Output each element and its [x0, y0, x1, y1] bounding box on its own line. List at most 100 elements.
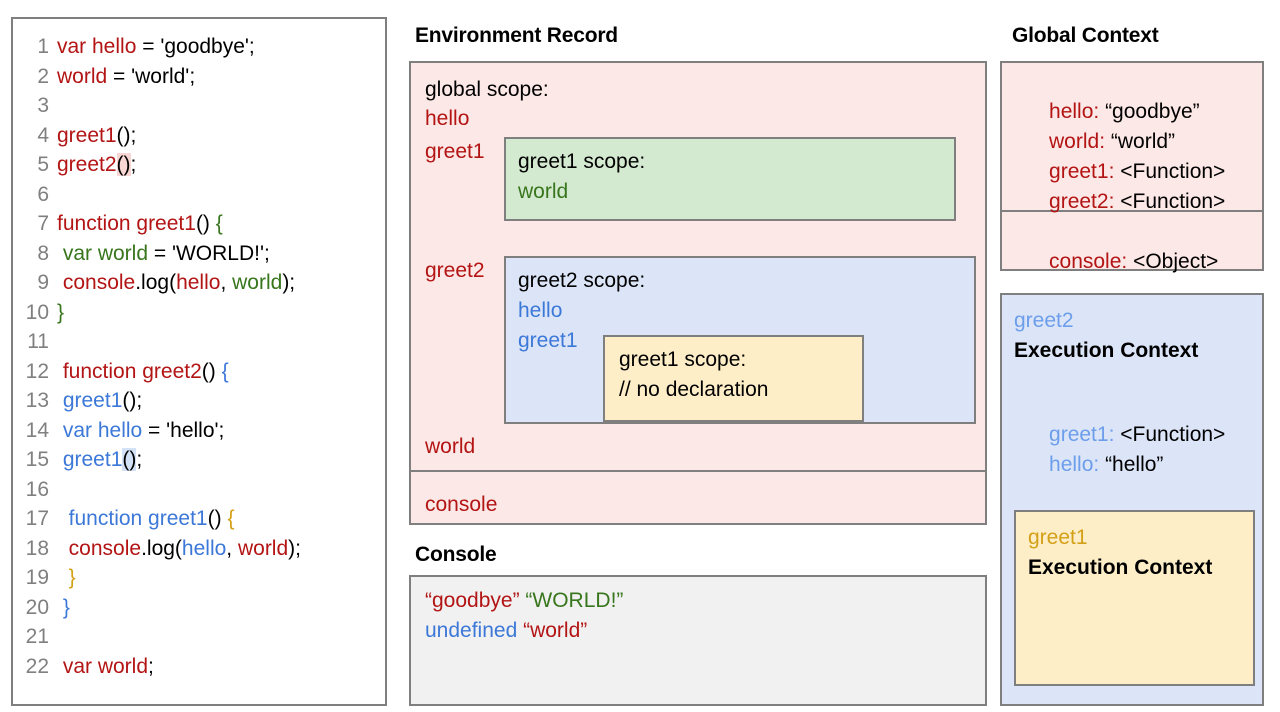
environment-record-box: global scope: hello greet1 greet2 world …	[409, 61, 987, 525]
global-entry-value: “world”	[1105, 130, 1176, 153]
env-binding-greet2: greet2	[425, 259, 485, 282]
code-line: 9 console.log(hello, world);	[17, 268, 385, 298]
code-token: = 'hello';	[142, 418, 225, 442]
code-token: );	[282, 271, 296, 294]
greet2-execution-context-name: greet2	[1014, 309, 1074, 332]
code-line: 12 function greet2() {	[17, 357, 385, 387]
code-line-source: console.log(hello, world);	[57, 268, 295, 298]
line-number: 3	[37, 94, 49, 117]
line-number: 5	[37, 153, 49, 176]
code-token: ;	[148, 654, 154, 678]
line-number: 20	[25, 595, 49, 619]
nested-greet1-scope-header: greet1 scope:	[619, 348, 747, 371]
code-line: 17 function greet1() {	[17, 504, 385, 534]
greet2-execution-context-box: greet2 Execution Context greet1: <Functi…	[1000, 293, 1264, 706]
code-line-source: function greet1() {	[57, 209, 223, 239]
code-line: 13 greet1();	[17, 386, 385, 416]
global-entry-value: <Object>	[1127, 250, 1219, 273]
code-token: var world	[57, 241, 149, 265]
code-token: = 'goodbye';	[136, 35, 255, 58]
code-token: }	[57, 300, 65, 324]
env-binding-hello: hello	[425, 107, 470, 130]
greet1-scope-binding-world: world	[518, 180, 569, 203]
global-entry-world: world: “world”	[1049, 130, 1176, 153]
code-token: }	[57, 566, 76, 589]
code-line: 3	[17, 91, 385, 121]
code-token: ()	[195, 212, 216, 235]
code-line-source: world = 'world';	[57, 62, 195, 92]
greet1-execution-context-box: greet1 Execution Context	[1014, 510, 1255, 686]
code-token: greet2	[57, 153, 117, 176]
code-token: world	[237, 536, 289, 560]
line-number: 12	[25, 359, 49, 383]
code-token: ()	[116, 153, 131, 176]
global-entry-key: greet2	[1049, 190, 1109, 213]
global-entry-greet1: greet1: <Function>	[1049, 160, 1226, 183]
line-number: 16	[25, 477, 49, 501]
code-line-source: var hello = 'goodbye';	[57, 32, 255, 62]
code-line: 11	[17, 327, 385, 357]
line-number: 9	[37, 271, 49, 294]
line-number: 10	[25, 300, 49, 324]
code-token: ,	[226, 536, 238, 560]
console-output-line: undefined “world”	[425, 619, 587, 643]
line-number: 17	[25, 507, 49, 530]
greet1-scope-box: greet1 scope: world	[504, 137, 956, 221]
code-token: function greet2	[57, 359, 202, 383]
code-token: ();	[116, 123, 137, 147]
code-token: var hello	[57, 418, 143, 442]
code-line-source: var hello = 'hello';	[57, 416, 225, 446]
line-number: 19	[25, 566, 49, 589]
code-token: hello	[181, 536, 227, 560]
code-line-source: var world = 'WORLD!';	[57, 239, 270, 269]
code-line-source: function greet1() {	[57, 504, 235, 534]
code-token: ,	[220, 271, 233, 294]
code-line-source: function greet2() {	[57, 357, 229, 387]
code-line: 19 }	[17, 563, 385, 593]
code-line-source: greet1();	[57, 386, 142, 416]
line-number: 18	[25, 536, 49, 560]
code-token: console	[57, 536, 142, 560]
global-entry-hello: hello: “goodbye”	[1049, 100, 1200, 123]
code-line-source: }	[57, 563, 76, 593]
code-token: {	[215, 212, 223, 235]
code-token: function greet1	[57, 507, 208, 530]
code-line-source: console.log(hello, world);	[57, 534, 301, 564]
code-token: }	[57, 595, 70, 619]
nested-greet1-scope-box: greet1 scope: // no declaration	[603, 335, 864, 422]
code-token: .log(	[141, 536, 182, 560]
code-token: “goodbye”	[425, 589, 526, 612]
code-token: greet1	[57, 448, 123, 471]
line-number: 4	[37, 123, 49, 147]
greet2-ec-entry-value: <Function>	[1114, 423, 1226, 446]
greet2-scope-header: greet2 scope:	[518, 269, 646, 292]
line-number: 14	[25, 418, 49, 442]
greet1-scope-header: greet1 scope:	[518, 150, 646, 173]
code-token: {	[227, 507, 235, 530]
code-token: greet1	[57, 389, 123, 412]
greet1-execution-context-heading: Execution Context	[1028, 556, 1213, 579]
code-line: 22 var world;	[17, 652, 385, 682]
global-entry-key: greet1	[1049, 160, 1109, 183]
code-line-source: var world;	[57, 652, 154, 682]
code-token: var hello	[57, 35, 137, 58]
global-entry-console: console: <Object>	[1049, 250, 1219, 273]
code-token: = 'world';	[107, 64, 196, 88]
code-token: world	[57, 64, 108, 88]
nested-greet1-scope-comment: // no declaration	[619, 378, 769, 401]
line-number: 1	[37, 35, 49, 58]
env-binding-greet1: greet1	[425, 140, 485, 163]
code-token: ()	[201, 359, 222, 383]
global-entry-key: console	[1049, 250, 1122, 273]
code-line-source: }	[57, 593, 70, 623]
line-number: 15	[25, 448, 49, 471]
greet2-ec-entry-key: hello	[1049, 453, 1094, 476]
code-token: );	[288, 536, 301, 560]
code-line: 20 }	[17, 593, 385, 623]
